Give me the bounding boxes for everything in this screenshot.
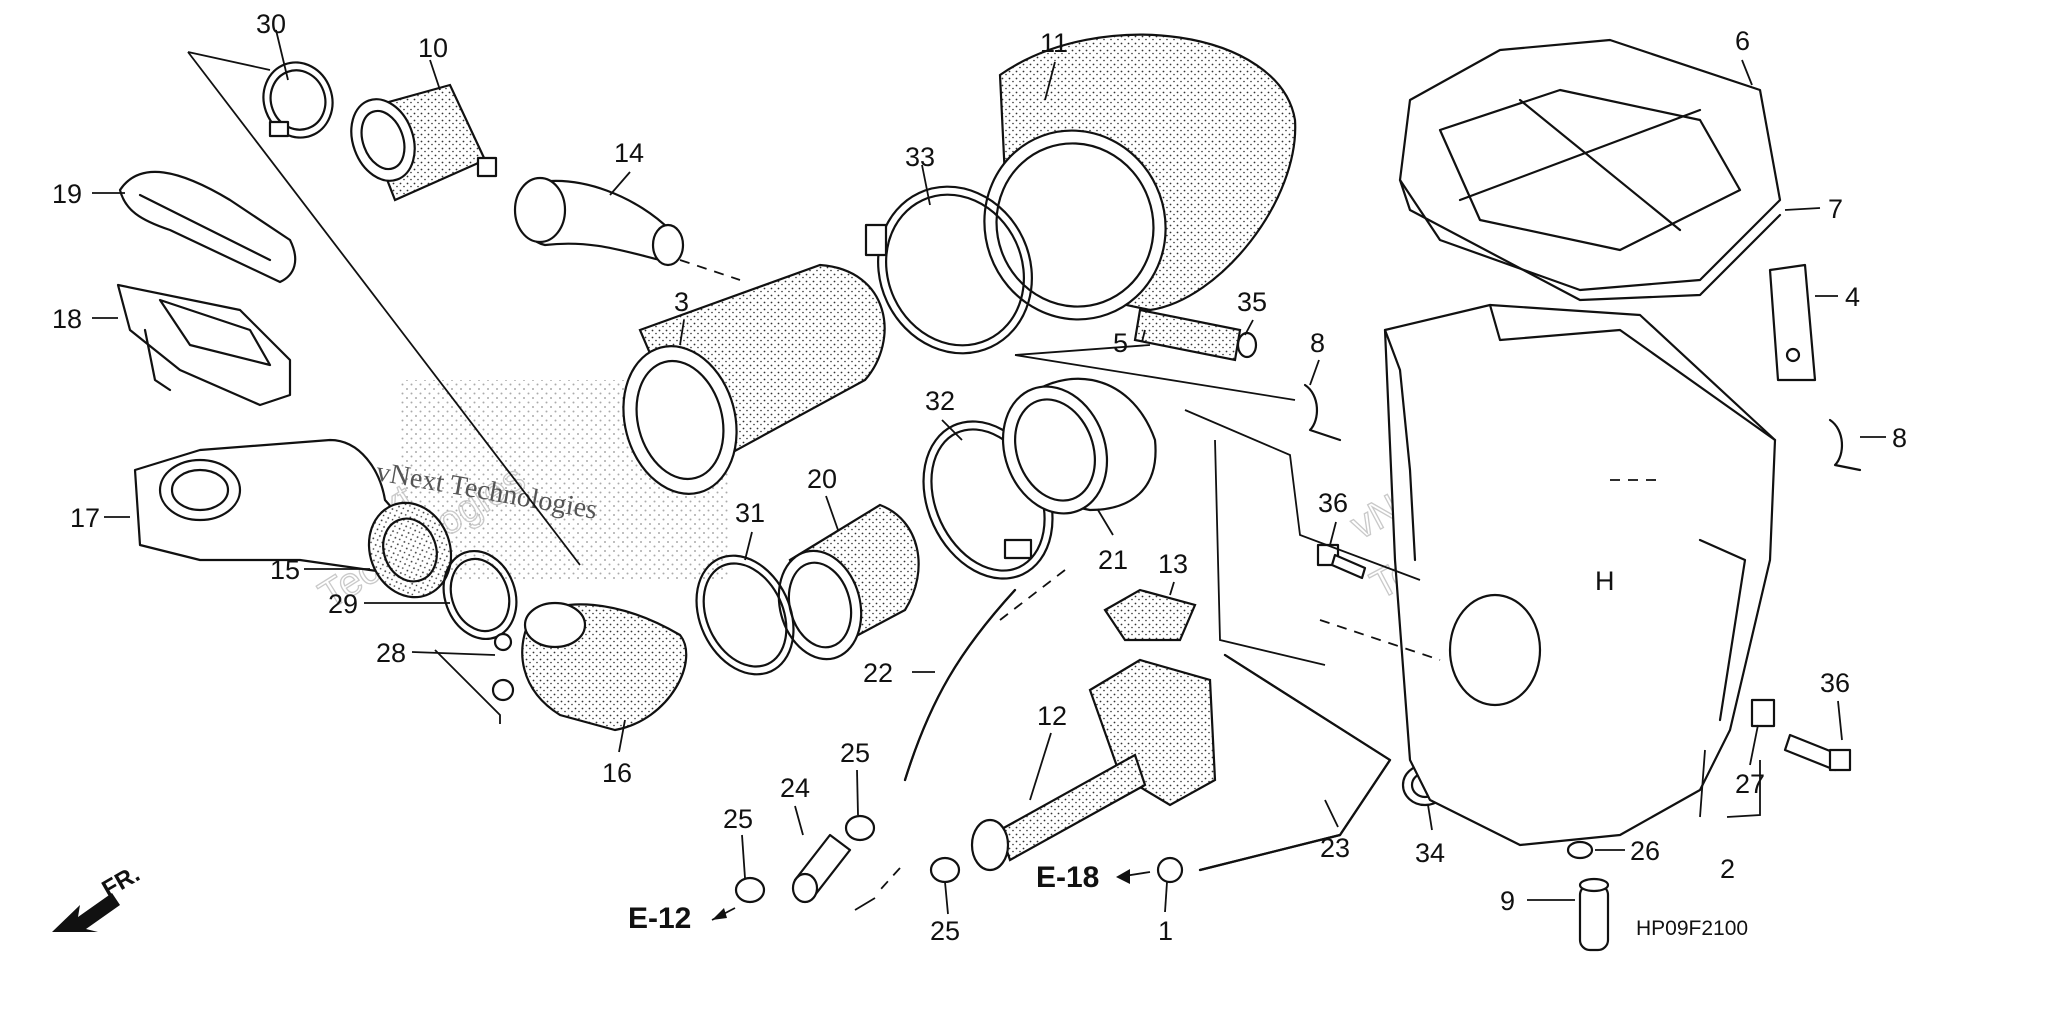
part-3-element [622,263,886,495]
part-25-clips [734,814,1184,904]
part-10-joint [350,83,498,202]
part-11-filter-element [983,33,1297,321]
callout-leaders [92,29,1886,915]
callout-1: 1 [1158,916,1173,946]
part-15-joint [367,501,453,599]
callout-26: 26 [1630,836,1660,866]
part-30-clamp [262,61,334,139]
part-17-intake-duct [133,438,422,577]
part-6-air-cleaner-cover [1398,38,1782,302]
callout-28: 28 [376,638,406,668]
front-arrow-icon [52,893,120,932]
part-31-clamp [695,554,795,676]
callout-30: 30 [256,9,286,39]
part-12-drain-tube [970,658,1217,872]
front-direction-indicator: FR. [52,860,144,932]
callout-25-mid: 25 [840,738,870,768]
part-4-bracket [1768,263,1817,382]
callout-25-bottom: 25 [930,916,960,946]
callout-10: 10 [418,33,448,63]
part-28-screw [491,632,515,702]
callout-11: 11 [1040,28,1068,58]
callout-6: 6 [1735,26,1750,56]
part-8-clip [1303,383,1862,472]
callout-2: 2 [1720,854,1735,884]
part-26-clip [1566,840,1594,860]
part-22-tube [903,588,1017,782]
part-33-band [864,185,1033,355]
callout-3: 3 [674,287,689,317]
callout-15: 15 [270,555,300,585]
callout-labels: 30 10 11 6 7 19 14 33 18 3 35 4 5 8 32 8… [52,9,1907,946]
part-23-tube [1198,653,1392,872]
callout-8-top: 8 [1310,328,1325,358]
callout-35: 35 [1237,287,1267,317]
callout-17: 17 [70,503,100,533]
guide-lines [187,51,1421,911]
front-label: FR. [98,860,145,903]
diagram-code: HP09F2100 [1636,917,1748,940]
callout-25-left: 25 [723,804,753,834]
callout-29: 29 [328,589,358,619]
callout-19: 19 [52,179,82,209]
part-18-case [116,283,292,407]
part-20-joint [777,503,920,661]
part-2-air-cleaner-case: H [1383,303,1777,847]
part-5-tube [1133,308,1258,362]
ref-e18: E-18 [1036,861,1151,894]
part-19-cover [118,170,297,284]
part-36-bolt [1783,733,1852,772]
callout-27: 27 [1735,769,1765,799]
callout-24: 24 [780,773,810,803]
callout-13: 13 [1158,549,1188,579]
ref-e12: E-12 [628,902,736,935]
callout-16: 16 [602,758,632,788]
callout-31: 31 [735,498,765,528]
ref-e12-label: E-12 [628,902,691,935]
callout-12: 12 [1037,701,1067,731]
callout-9: 9 [1500,886,1515,916]
callout-22: 22 [863,658,893,688]
part-16-duct [521,601,688,732]
callout-34: 34 [1415,838,1445,868]
callout-20: 20 [807,464,837,494]
part-13-sponge [1103,588,1197,642]
callout-18: 18 [52,304,82,334]
part-21-joint [1001,377,1157,515]
callout-36-right: 36 [1820,668,1850,698]
callout-33: 33 [905,142,935,172]
assembly-dashed-lines [679,259,1660,891]
ref-e18-label: E-18 [1036,861,1099,894]
callout-4: 4 [1845,282,1860,312]
part-27-nut [1750,698,1776,728]
case-h-mark: H [1595,566,1615,596]
callout-7: 7 [1828,194,1843,224]
callout-14: 14 [614,138,644,168]
callout-8-right: 8 [1892,423,1907,453]
callout-21: 21 [1098,545,1128,575]
callout-23: 23 [1320,833,1350,863]
part-9-tube [1578,877,1610,952]
callout-36-left: 36 [1318,488,1348,518]
callout-5: 5 [1113,328,1128,358]
callout-32: 32 [925,386,955,416]
part-24-tube [791,833,852,904]
part-14-hose [513,176,685,267]
